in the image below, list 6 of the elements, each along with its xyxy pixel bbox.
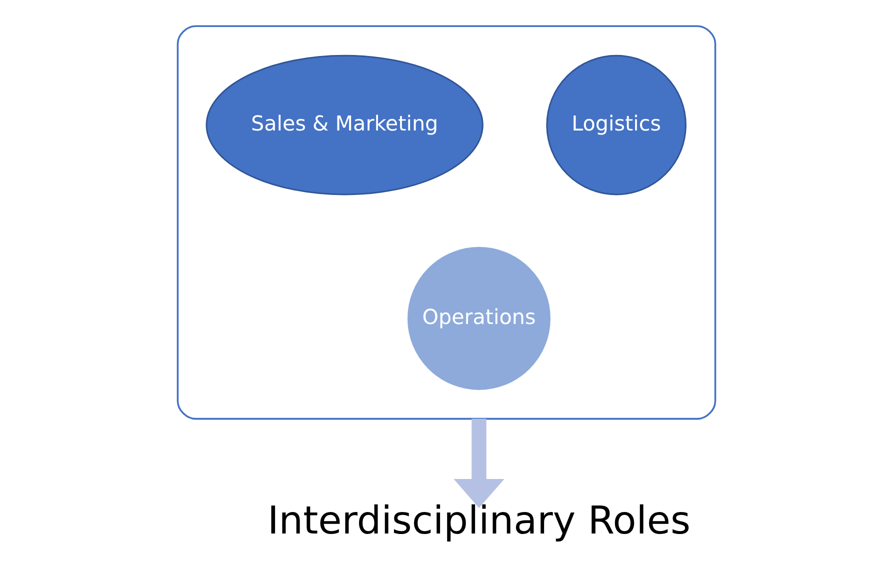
arrow xyxy=(454,418,504,508)
node-text: Interdisciplinary Roles xyxy=(267,498,691,544)
node-circle: Logistics xyxy=(546,54,686,196)
node-ellipse: Sales & Marketing xyxy=(206,54,484,196)
node-circle: Operations xyxy=(407,246,550,390)
cluster xyxy=(176,25,716,420)
